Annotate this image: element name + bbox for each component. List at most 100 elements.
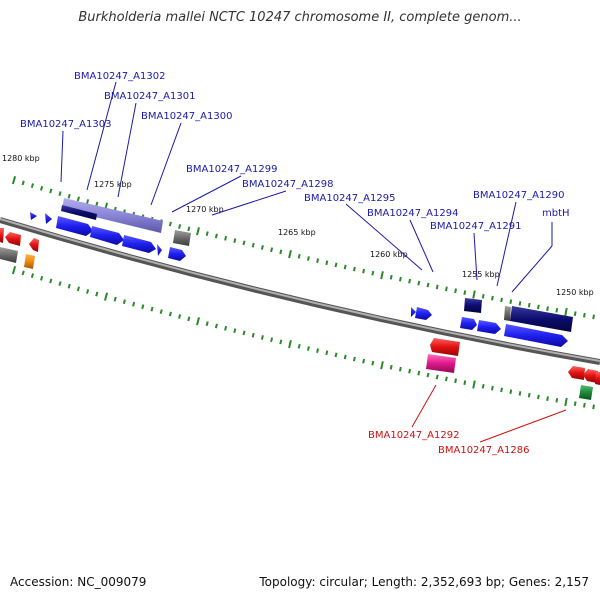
minor-tick <box>150 306 154 312</box>
gene-label-bma10247-a1298[interactable]: BMA10247_A1298 <box>242 179 333 190</box>
gene-feature[interactable] <box>464 298 482 313</box>
gene-arrow[interactable] <box>568 366 585 380</box>
minor-tick <box>454 378 458 384</box>
gene-feature[interactable] <box>595 372 600 385</box>
minor-tick <box>224 235 228 241</box>
minor-tick <box>30 273 34 279</box>
lower-tick-track <box>11 266 595 410</box>
gene-arrow[interactable] <box>56 216 93 236</box>
minor-tick <box>463 290 467 295</box>
gene-arrow[interactable] <box>168 247 186 261</box>
minor-tick <box>214 323 218 329</box>
gene-label-bma10247-a1301[interactable]: BMA10247_A1301 <box>104 91 195 102</box>
minor-tick <box>67 283 71 289</box>
gene-arrow[interactable] <box>460 317 477 330</box>
leader-line <box>473 232 478 281</box>
gene-feature[interactable] <box>173 230 191 246</box>
gene-arrow[interactable] <box>415 307 432 320</box>
minor-tick <box>398 276 402 282</box>
minor-tick <box>141 304 145 310</box>
gene-label-bma10247-a1300[interactable]: BMA10247_A1300 <box>141 111 232 122</box>
gene-arrow[interactable] <box>45 213 52 224</box>
gene-feature[interactable] <box>510 306 573 332</box>
minor-tick <box>242 330 246 336</box>
gene-feature[interactable] <box>24 254 35 269</box>
gene-arrow[interactable] <box>411 307 416 317</box>
minor-tick <box>132 301 136 307</box>
minor-tick <box>187 316 191 322</box>
minor-tick <box>490 385 494 391</box>
gene-arrow[interactable] <box>477 320 501 334</box>
minor-tick <box>481 293 485 299</box>
gene-label-bma10247-a1299[interactable]: BMA10247_A1299 <box>186 164 277 175</box>
minor-tick <box>417 280 421 286</box>
minor-tick <box>214 233 218 239</box>
minor-tick <box>444 286 448 292</box>
minor-tick <box>500 387 504 393</box>
gene-arrow[interactable] <box>157 244 162 256</box>
minor-tick <box>537 394 540 400</box>
minor-tick <box>58 281 62 287</box>
gene-arrow[interactable] <box>122 235 156 253</box>
gene-arrow[interactable] <box>430 338 460 356</box>
gene-label-bma10247-a1291[interactable]: BMA10247_A1291 <box>430 221 521 232</box>
minor-tick <box>233 238 237 243</box>
major-tick <box>103 292 109 301</box>
major-tick <box>564 397 568 407</box>
gene-arrow[interactable] <box>29 238 39 252</box>
gene-label-bma10247-a1302[interactable]: BMA10247_A1302 <box>74 71 165 82</box>
gene-label-mbth[interactable]: mbtH <box>542 208 570 219</box>
gene-feature[interactable] <box>61 205 97 220</box>
gene-feature[interactable] <box>504 306 511 321</box>
genome-backbone-highlight <box>0 218 600 362</box>
minor-tick <box>40 275 44 281</box>
gene-label-bma10247-a1290[interactable]: BMA10247_A1290 <box>473 190 564 201</box>
minor-tick <box>426 282 430 288</box>
minor-tick <box>67 193 71 199</box>
gene-arrow[interactable] <box>30 212 37 220</box>
gene-arrow[interactable] <box>0 228 4 243</box>
gene-feature[interactable] <box>62 198 163 233</box>
minor-tick <box>527 392 531 398</box>
minor-tick <box>205 231 209 237</box>
major-tick <box>564 307 568 317</box>
gene-arrow[interactable] <box>90 226 124 245</box>
gene-arrow[interactable] <box>583 369 598 383</box>
minor-tick <box>592 314 595 320</box>
minor-tick <box>40 185 44 191</box>
minor-tick <box>527 302 531 308</box>
leader-line <box>211 190 287 216</box>
minor-tick <box>122 299 126 305</box>
minor-tick <box>49 188 53 194</box>
tick-labels: 1280 kbp 1275 kbp 1270 kbp 1265 kbp 1260… <box>2 154 594 297</box>
minor-tick <box>306 346 310 351</box>
gene-label-bma10247-a1292[interactable]: BMA10247_A1292 <box>368 430 459 441</box>
tick-label: 1280 kbp <box>2 154 40 163</box>
gene-label-bma10247-a1295[interactable]: BMA10247_A1295 <box>304 193 395 204</box>
forward-genes <box>30 198 573 347</box>
minor-tick <box>251 242 255 248</box>
minor-tick <box>352 266 356 272</box>
major-tick <box>196 227 200 236</box>
gene-arrow[interactable] <box>504 324 568 347</box>
minor-tick <box>500 297 504 303</box>
minor-tick <box>168 311 172 317</box>
gene-feature[interactable] <box>426 354 456 373</box>
major-tick <box>380 361 384 370</box>
minor-tick <box>306 256 310 261</box>
minor-tick <box>279 339 283 345</box>
gene-arrow[interactable] <box>5 232 21 246</box>
gene-label-bma10247-a1294[interactable]: BMA10247_A1294 <box>367 208 458 219</box>
minor-tick <box>86 289 90 294</box>
minor-tick <box>297 343 301 349</box>
minor-tick <box>398 366 402 372</box>
gene-label-bma10247-a1303[interactable]: BMA10247_A1303 <box>20 119 111 130</box>
gene-label-bma10247-a1286[interactable]: BMA10247_A1286 <box>438 445 529 456</box>
leader-line <box>496 201 517 287</box>
minor-tick <box>389 274 393 280</box>
accession-text: Accession: NC_009079 <box>10 575 147 589</box>
tick-label: 1260 kbp <box>370 250 408 259</box>
gene-feature[interactable] <box>579 385 593 400</box>
minor-tick <box>260 245 264 250</box>
gene-feature[interactable] <box>0 247 18 263</box>
